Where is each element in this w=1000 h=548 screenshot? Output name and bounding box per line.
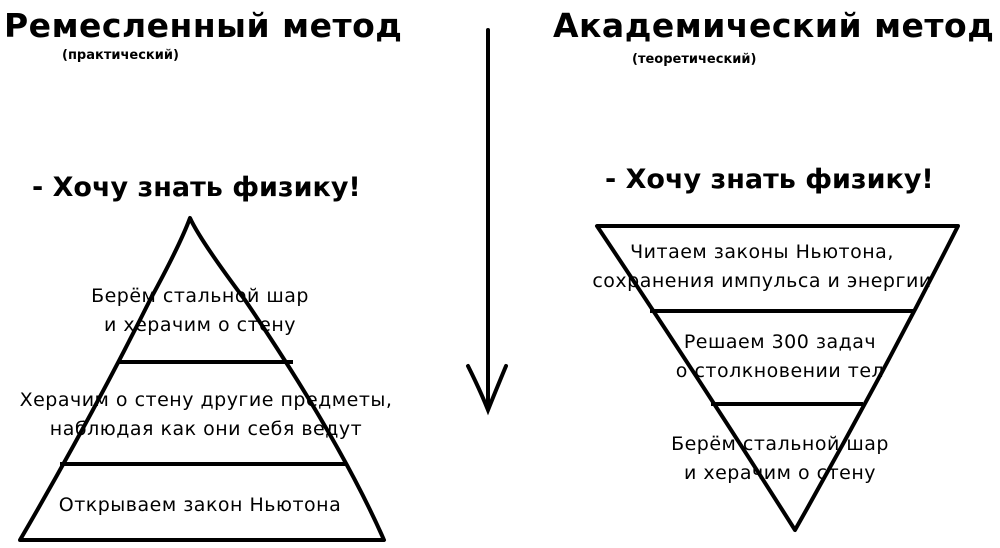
right-layer-3-line-2: и херачим о стену bbox=[683, 462, 876, 484]
right-subtitle: (теоретический) bbox=[632, 52, 757, 67]
left-layer-2: Херачим о стену другие предметы, наблюда… bbox=[0, 386, 412, 444]
right-layer-3-line-1: Берём стальной шар bbox=[671, 433, 889, 455]
right-layer-1-line-2: сохранения импульса и энергии bbox=[592, 270, 932, 292]
left-title: Ремесленный метод bbox=[4, 6, 403, 45]
left-wish: - Хочу знать физику! bbox=[32, 172, 361, 203]
right-layer-2-line-1: Решаем 300 задач bbox=[683, 331, 877, 353]
left-layer-1-line-1: Берём стальной шар bbox=[91, 285, 309, 307]
left-pyramid-outline bbox=[18, 216, 386, 542]
right-layer-1: Читаем законы Ньютона, сохранения импуль… bbox=[574, 238, 950, 296]
left-layer-3-line-1: Открываем закон Ньютона bbox=[58, 494, 342, 516]
right-inverted-pyramid bbox=[595, 224, 960, 532]
left-subtitle: (практический) bbox=[62, 48, 179, 63]
left-layer-1: Берём стальной шар и херачим о стену bbox=[50, 282, 350, 340]
right-layer-1-line-1: Читаем законы Ньютона, bbox=[630, 241, 894, 263]
left-layer-3: Открываем закон Ньютона bbox=[30, 491, 370, 520]
down-arrow bbox=[466, 28, 508, 416]
right-layer-2-line-2: о столкновении тел bbox=[675, 360, 885, 382]
right-pyramid-outline bbox=[595, 224, 960, 532]
left-layer-1-line-2: и херачим о стену bbox=[103, 314, 296, 336]
left-layer-2-line-1: Херачим о стену другие предметы, bbox=[19, 389, 393, 411]
right-layer-3: Берём стальной шар и херачим о стену bbox=[630, 430, 930, 488]
right-title: Академический метод bbox=[553, 6, 995, 45]
right-layer-2: Решаем 300 задач о столкновении тел bbox=[630, 328, 930, 386]
left-pyramid bbox=[18, 216, 386, 542]
right-wish: - Хочу знать физику! bbox=[605, 164, 934, 195]
left-layer-2-line-2: наблюдая как они себя ведут bbox=[49, 418, 363, 440]
